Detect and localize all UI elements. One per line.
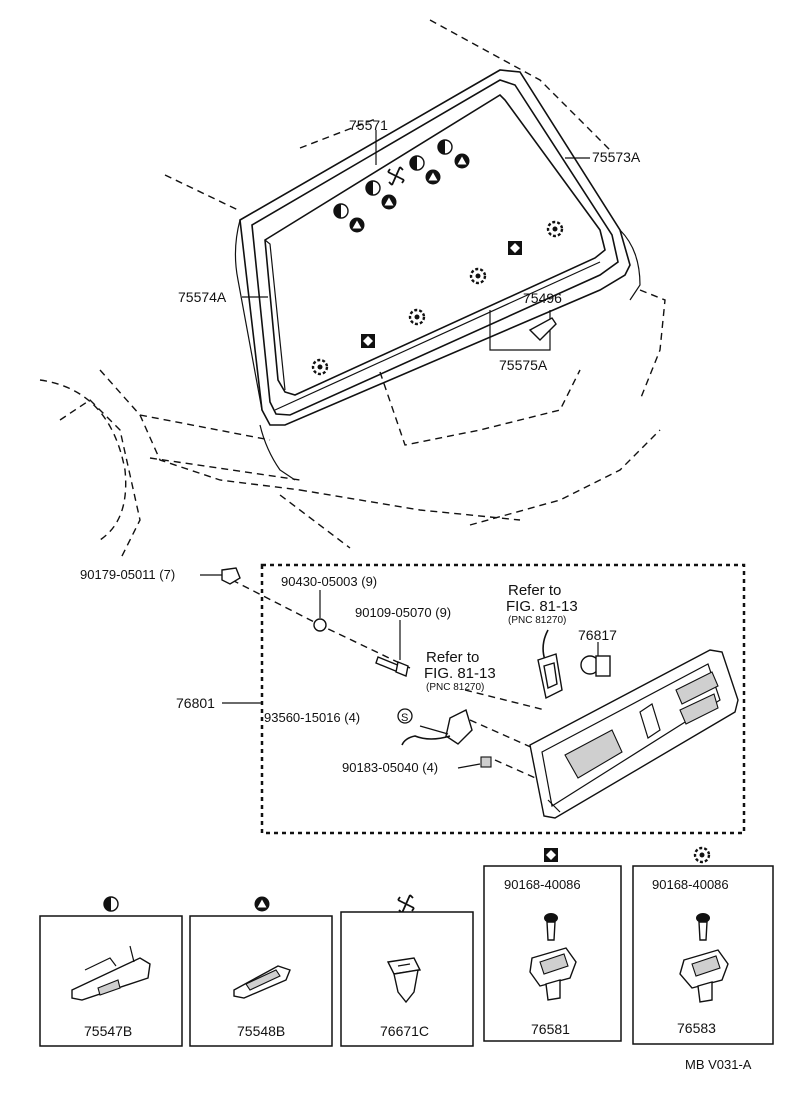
clip-76817-part [580, 655, 611, 677]
label-nut: 90179-05011 (7) [80, 567, 175, 582]
back-door-glass [234, 69, 641, 481]
caption-76581: 76581 [531, 1021, 570, 1037]
bracket-part [679, 949, 729, 1003]
bolt-part [375, 656, 409, 677]
label-75496: 75496 [523, 290, 562, 306]
triangle-icon [349, 217, 365, 233]
triangle-icon [454, 153, 470, 169]
detail-box-75547b: 75547B [39, 896, 183, 1047]
molding-clip-part [71, 945, 151, 1001]
detail-box-76583: 90168-40086 76583 [632, 846, 774, 1045]
garnish-group: 90179-05011 (7) 90430-05003 (9) 90109-05… [80, 563, 746, 835]
label-clip-s: 93560-15016 (4) [264, 710, 360, 725]
gear-icon [693, 846, 711, 864]
label-75571: 75571 [349, 117, 388, 133]
gear-icon [311, 358, 329, 376]
ref2-line2: FIG. 81-13 [424, 665, 496, 682]
detail-box-75548b: 75548B [189, 896, 333, 1047]
gear-icon [469, 267, 487, 285]
ref2-line1: Refer to [426, 649, 479, 666]
gear-icon [546, 220, 564, 238]
label-76801: 76801 [176, 695, 215, 711]
screw-part [544, 913, 558, 941]
caption-76671c: 76671C [380, 1023, 429, 1039]
vehicle-outline [39, 19, 666, 561]
label-75573a: 75573A [592, 149, 641, 165]
half-circle-icon [437, 139, 453, 155]
triangle-icon [425, 169, 441, 185]
label-washer: 90430-05003 (9) [281, 574, 377, 589]
screw-label-76581: 90168-40086 [504, 877, 581, 892]
bracket-part [529, 947, 577, 1001]
diamond-icon [361, 334, 375, 348]
half-circle-icon [333, 203, 349, 219]
caption-76583: 76583 [677, 1020, 716, 1036]
clip-s-icon [397, 708, 413, 724]
label-clip-square: 90183-05040 (4) [342, 760, 438, 775]
ref2-line3: (PNC 81270) [426, 682, 484, 693]
pinwheel-icon [397, 894, 415, 914]
half-circle-icon [365, 180, 381, 196]
half-circle-icon [103, 896, 119, 912]
square-clip-part [480, 756, 492, 768]
screw-label-76583: 90168-40086 [652, 877, 729, 892]
triangle-icon [254, 896, 270, 912]
washer-part [313, 618, 327, 632]
push-clip-part [386, 957, 422, 1004]
detail-box-76581: 90168-40086 76581 [483, 848, 622, 1042]
emblem-part [528, 317, 557, 341]
label-bolt: 90109-05070 (9) [355, 605, 451, 620]
screw-part [696, 913, 710, 941]
diamond-icon [544, 848, 558, 862]
garnish-dotted-frame [260, 563, 746, 835]
garnish-panel-part [529, 649, 739, 819]
molding-clip-part [233, 965, 291, 999]
caption-75548b: 75548B [237, 1023, 285, 1039]
clip-s-letter: S [401, 712, 408, 724]
triangle-icon [381, 194, 397, 210]
diagram-code: MB V031-A [685, 1057, 752, 1072]
license-lamp-part [537, 629, 563, 700]
caption-75547b: 75547B [84, 1023, 132, 1039]
ref1-line2: FIG. 81-13 [506, 598, 578, 615]
label-75574a: 75574A [178, 289, 227, 305]
diamond-icon [508, 241, 522, 255]
gear-icon [408, 308, 426, 326]
glass-symbols [311, 139, 564, 376]
nut-part [221, 567, 241, 585]
lamp-socket-part [401, 709, 473, 746]
pinwheel-icon [387, 166, 405, 186]
label-75575a: 75575A [499, 357, 548, 373]
label-76817: 76817 [578, 627, 617, 643]
detail-box-76671c: 76671C [340, 894, 474, 1047]
half-circle-icon [409, 155, 425, 171]
ref1-line3: (PNC 81270) [508, 615, 566, 626]
ref1-line1: Refer to [508, 582, 561, 599]
